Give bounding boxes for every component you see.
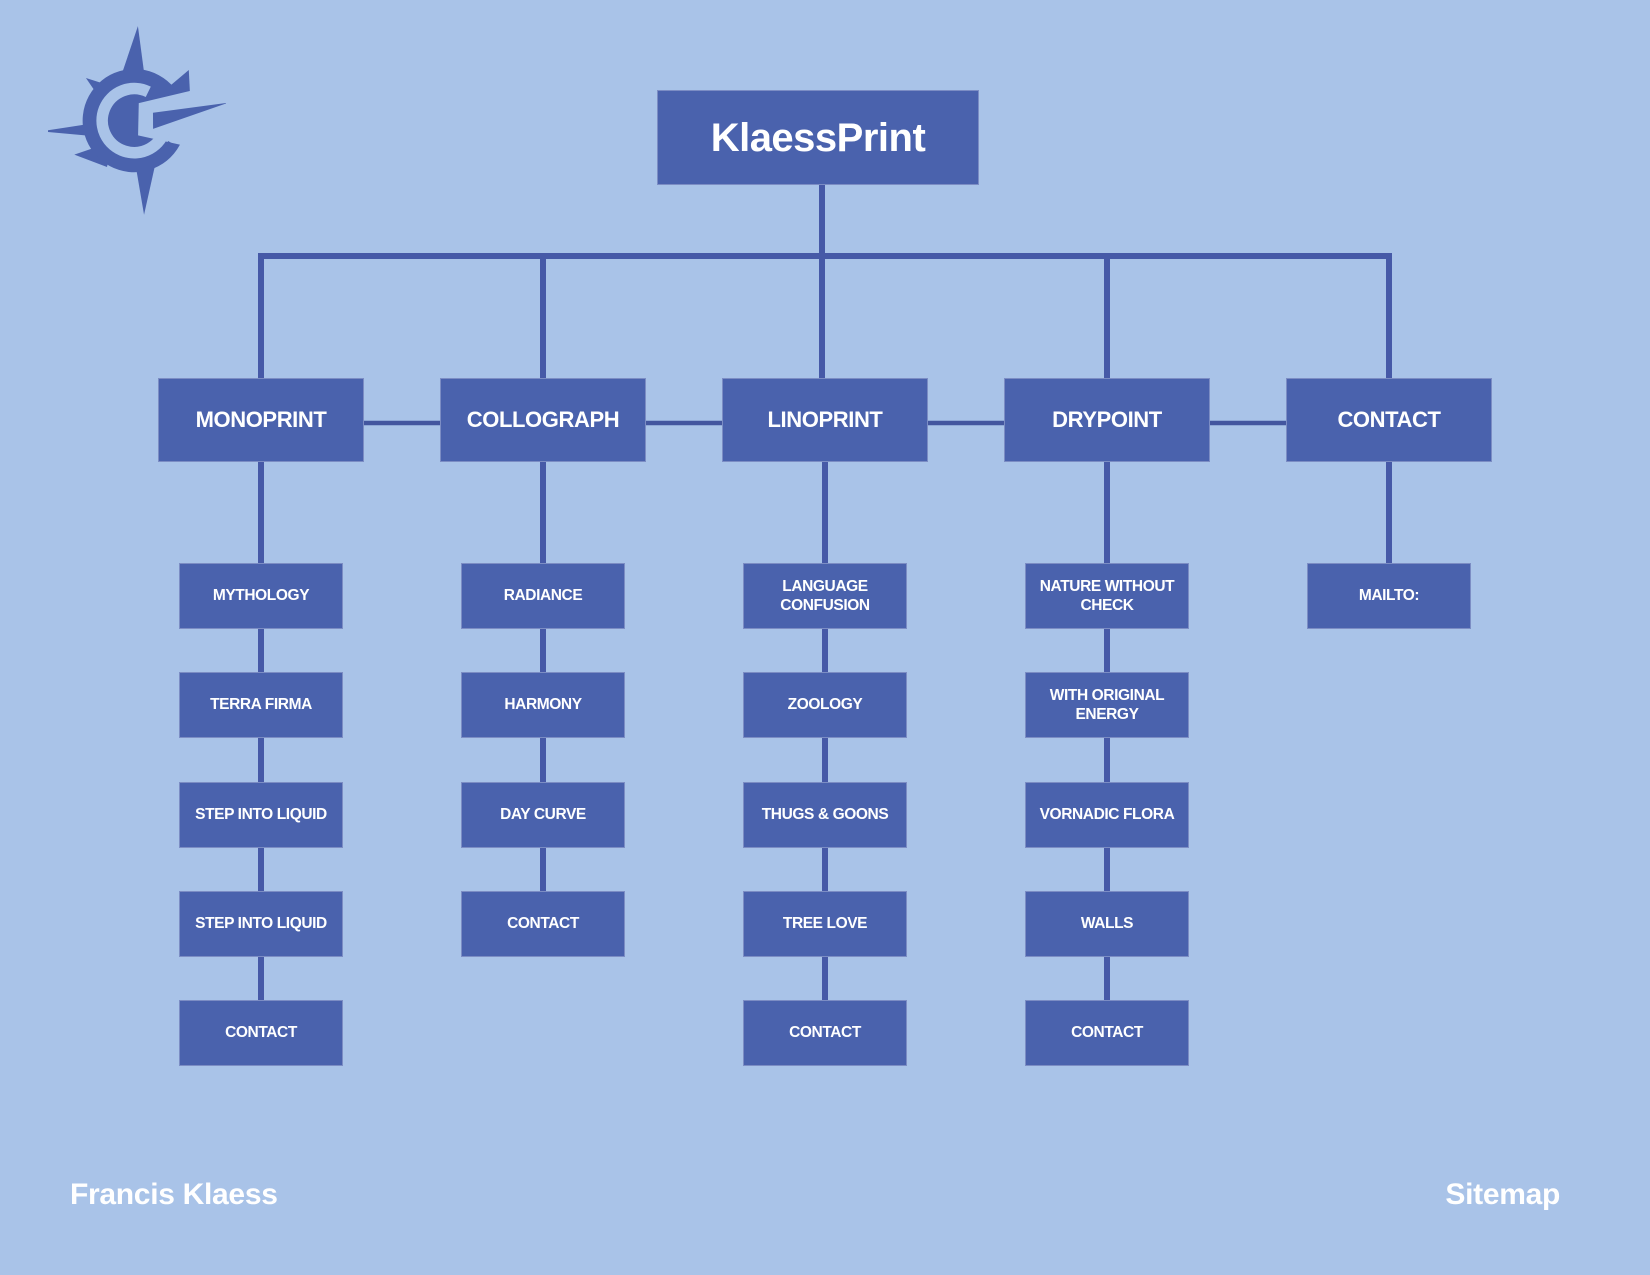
compass-logo-graphic — [40, 26, 238, 215]
node-nature-without-check[interactable]: NATURE WITHOUT CHECK — [1025, 563, 1189, 629]
node-collograph[interactable]: COLLOGRAPH — [440, 378, 646, 462]
node-mailto[interactable]: MAILTO: — [1307, 563, 1471, 629]
node-thugs-and-goons[interactable]: THUGS & GOONS — [743, 782, 907, 848]
node-vornadic-flora[interactable]: VORNADIC FLORA — [1025, 782, 1189, 848]
node-drypoint[interactable]: DRYPOINT — [1004, 378, 1210, 462]
node-with-original-energy[interactable]: WITH ORIGINAL ENERGY — [1025, 672, 1189, 738]
node-mythology[interactable]: MYTHOLOGY — [179, 563, 343, 629]
node-monoprint-contact[interactable]: CONTACT — [179, 1000, 343, 1066]
node-tree-love[interactable]: TREE LOVE — [743, 891, 907, 957]
node-monoprint[interactable]: MONOPRINT — [158, 378, 364, 462]
node-contact[interactable]: CONTACT — [1286, 378, 1492, 462]
node-collograph-contact[interactable]: CONTACT — [461, 891, 625, 957]
footer-author-name: Francis Klaess — [70, 1178, 278, 1211]
compass-logo-icon — [40, 22, 238, 218]
node-step-into-liquid-2[interactable]: STEP INTO LIQUID — [179, 891, 343, 957]
node-linoprint[interactable]: LINOPRINT — [722, 378, 928, 462]
node-language-confusion[interactable]: LANGUAGE CONFUSION — [743, 563, 907, 629]
node-radiance[interactable]: RADIANCE — [461, 563, 625, 629]
node-klaessprint-root[interactable]: KlaessPrint — [657, 90, 979, 185]
node-walls[interactable]: WALLS — [1025, 891, 1189, 957]
node-terra-firma[interactable]: TERRA FIRMA — [179, 672, 343, 738]
node-drypoint-contact[interactable]: CONTACT — [1025, 1000, 1189, 1066]
node-step-into-liquid-1[interactable]: STEP INTO LIQUID — [179, 782, 343, 848]
footer-sitemap-label: Sitemap — [1445, 1178, 1560, 1211]
node-day-curve[interactable]: DAY CURVE — [461, 782, 625, 848]
node-linoprint-contact[interactable]: CONTACT — [743, 1000, 907, 1066]
node-harmony[interactable]: HARMONY — [461, 672, 625, 738]
node-zoology[interactable]: ZOOLOGY — [743, 672, 907, 738]
